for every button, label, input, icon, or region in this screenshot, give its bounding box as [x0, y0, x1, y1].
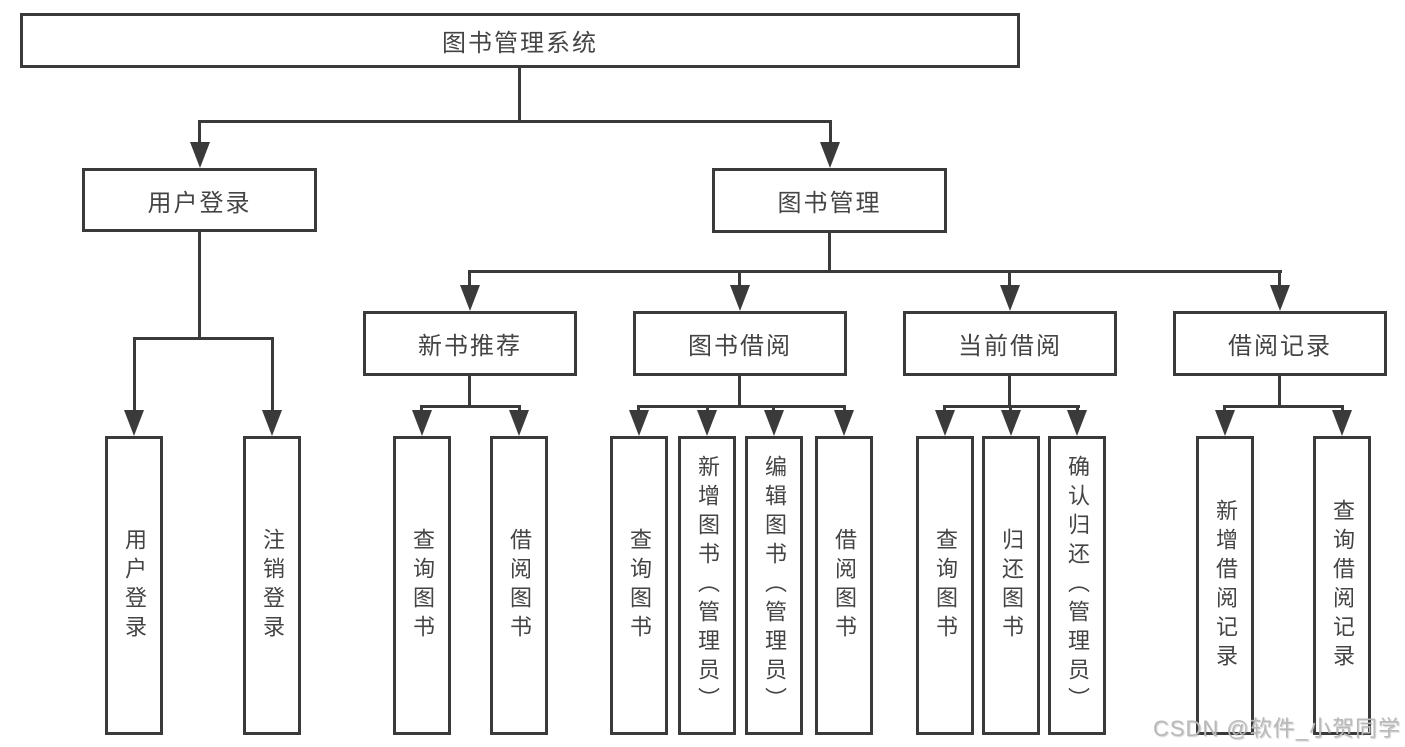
connector — [198, 120, 832, 123]
leaf-borrow-books-recommend: 借阅图书 — [490, 436, 548, 735]
arrowhead-icon — [262, 410, 282, 436]
node-book-borrowing: 图书借阅 — [633, 311, 847, 376]
connector — [468, 270, 1282, 273]
arrowhead-icon — [935, 410, 955, 436]
arrowhead-icon — [1067, 410, 1087, 436]
connector — [518, 66, 521, 123]
arrowhead-icon — [124, 410, 144, 436]
connector — [420, 405, 423, 413]
node-current-borrowing-label: 当前借阅 — [958, 333, 1062, 360]
leaf-user-login: 用户登录 — [105, 436, 163, 735]
leaf-edit-book-admin-label: 编辑图书（管理员） — [762, 455, 787, 716]
connector — [738, 270, 741, 288]
leaf-query-books-borrow: 查询图书 — [610, 436, 668, 735]
leaf-query-books-current: 查询图书 — [916, 436, 974, 735]
leaf-return-books: 归还图书 — [982, 436, 1040, 735]
arrowhead-icon — [1000, 285, 1020, 311]
leaf-add-borrow-record: 新增借阅记录 — [1196, 436, 1254, 735]
leaf-query-borrow-record-label: 查询借阅记录 — [1330, 498, 1355, 673]
leaf-add-book-admin-label: 新增图书（管理员） — [695, 455, 720, 716]
node-new-book-recommend-label: 新书推荐 — [418, 333, 522, 360]
node-root-system: 图书管理系统 — [20, 13, 1020, 68]
connector — [271, 337, 274, 413]
connector — [1278, 270, 1281, 288]
arrowhead-icon — [1332, 410, 1352, 436]
leaf-borrow-books-recommend-label: 借阅图书 — [507, 527, 532, 644]
arrowhead-icon — [764, 410, 784, 436]
node-borrowing-records-label: 借阅记录 — [1228, 333, 1332, 360]
leaf-user-login-label: 用户登录 — [122, 527, 147, 644]
connector — [468, 270, 471, 288]
node-current-borrowing: 当前借阅 — [903, 311, 1117, 376]
connector — [829, 120, 832, 145]
leaf-logout: 注销登录 — [243, 436, 301, 735]
connector — [1278, 374, 1281, 408]
leaf-add-book-admin: 新增图书（管理员） — [678, 436, 736, 735]
connector — [1008, 374, 1011, 408]
leaf-edit-book-admin: 编辑图书（管理员） — [745, 436, 803, 735]
arrowhead-icon — [460, 285, 480, 311]
node-user-login: 用户登录 — [82, 168, 317, 232]
connector — [843, 405, 846, 413]
node-book-management-label: 图书管理 — [777, 190, 882, 217]
leaf-borrow-books: 借阅图书 — [815, 436, 873, 735]
leaf-borrow-books-label: 借阅图书 — [832, 527, 857, 644]
arrowhead-icon — [820, 142, 840, 168]
node-borrowing-records: 借阅记录 — [1173, 311, 1387, 376]
node-user-login-label: 用户登录 — [147, 189, 252, 217]
connector — [1076, 405, 1079, 413]
node-new-book-recommend: 新书推荐 — [363, 311, 577, 376]
connector — [1341, 405, 1344, 413]
node-book-borrowing-label: 图书借阅 — [688, 333, 792, 360]
connector — [772, 405, 775, 413]
leaf-query-books-current-label: 查询图书 — [933, 527, 958, 644]
connector — [133, 337, 274, 340]
node-book-management: 图书管理 — [712, 168, 947, 233]
connector — [133, 337, 136, 413]
connector — [943, 405, 946, 413]
node-root-label: 图书管理系统 — [442, 30, 598, 57]
connector — [738, 374, 741, 408]
arrowhead-icon — [412, 410, 432, 436]
watermark-text: CSDN @软件_小贺同学 — [1152, 716, 1401, 741]
connector — [198, 120, 201, 145]
connector — [828, 231, 831, 273]
connector — [637, 405, 846, 408]
arrowhead-icon — [629, 410, 649, 436]
connector — [1223, 405, 1344, 408]
arrowhead-icon — [1215, 410, 1235, 436]
connector — [420, 405, 521, 408]
leaf-confirm-return-admin-label: 确认归还（管理员） — [1065, 455, 1090, 716]
arrowhead-icon — [834, 410, 854, 436]
leaf-return-books-label: 归还图书 — [999, 527, 1024, 644]
connector — [1008, 270, 1011, 288]
arrowhead-icon — [1270, 285, 1290, 311]
leaf-query-books-borrow-label: 查询图书 — [627, 527, 652, 644]
arrowhead-icon — [697, 410, 717, 436]
connector — [637, 405, 640, 413]
arrowhead-icon — [509, 410, 529, 436]
connector — [198, 230, 201, 340]
connector — [706, 405, 709, 413]
arrowhead-icon — [190, 142, 210, 168]
connector — [1223, 405, 1226, 413]
arrowhead-icon — [730, 285, 750, 311]
leaf-query-books-recommend-label: 查询图书 — [410, 527, 435, 644]
leaf-logout-label: 注销登录 — [260, 527, 285, 644]
connector — [518, 405, 521, 413]
leaf-confirm-return-admin: 确认归还（管理员） — [1048, 436, 1106, 735]
connector — [1009, 405, 1012, 413]
leaf-query-books-recommend: 查询图书 — [393, 436, 451, 735]
arrowhead-icon — [1001, 410, 1021, 436]
leaf-query-borrow-record: 查询借阅记录 — [1313, 436, 1371, 735]
leaf-add-borrow-record-label: 新增借阅记录 — [1213, 498, 1238, 673]
connector — [468, 374, 471, 408]
